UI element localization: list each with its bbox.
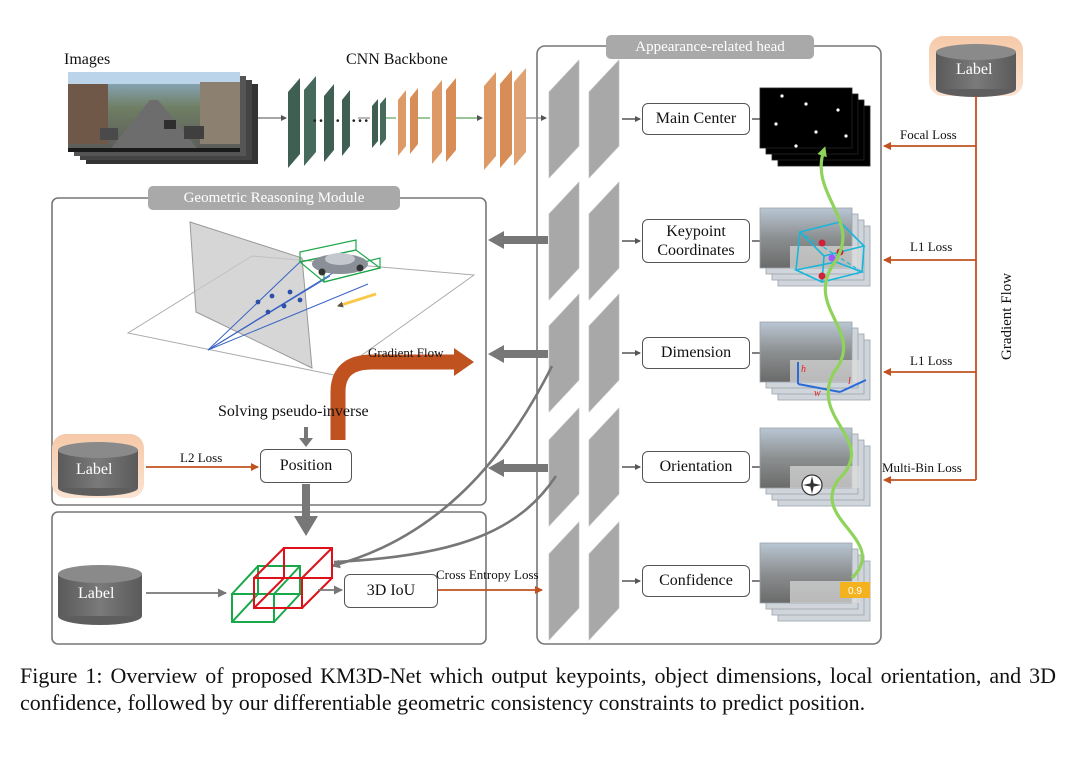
geometric-drawing	[126, 221, 476, 376]
feature-map-4-1	[588, 521, 620, 641]
svg-text:h: h	[801, 364, 806, 375]
loss-focal: Focal Loss	[900, 127, 957, 142]
result-stack-4	[759, 542, 871, 622]
cross-entropy-label: Cross Entropy Loss	[436, 567, 539, 582]
images-label: Images	[64, 51, 111, 68]
svg-text:•: •	[336, 116, 340, 127]
output-orientation: Orientation	[642, 451, 750, 483]
orientation-to-box-curve	[333, 475, 558, 564]
confidence-badge: 0.9	[840, 582, 870, 598]
l2-loss-label: L2 Loss	[180, 450, 223, 465]
keypoint-overlay	[793, 221, 866, 283]
result-image-stacks	[759, 87, 871, 622]
keypoint-flow-curve	[817, 146, 864, 580]
backbone-label: CNN Backbone	[346, 51, 448, 68]
architecture-diagram: • • • • • •	[51, 36, 1023, 645]
cnn-backbone: • • • • • •	[258, 68, 547, 170]
feature-map-3-1	[588, 407, 620, 527]
geo-label-text: Label	[76, 461, 113, 478]
box-3d-pair	[231, 547, 333, 623]
solver-to-position-arrow	[299, 427, 313, 447]
position-box: Position	[260, 449, 352, 483]
head-feature-maps	[548, 59, 620, 641]
feature-map-1-0	[548, 181, 580, 301]
appearance-head-title: Appearance-related head	[606, 35, 814, 59]
gradient-flow-arrow	[330, 348, 474, 440]
position-to-iou-arrow	[294, 484, 318, 536]
supervision-label-text: Label	[956, 61, 993, 78]
gradient-flow-vertical-label: Gradient Flow	[999, 272, 1015, 360]
iou-label-text: Label	[78, 585, 115, 602]
iou-box: 3D IoU	[344, 574, 438, 608]
feature-map-3-0	[548, 407, 580, 527]
figure-caption: Figure 1: Overview of proposed KM3D-Net …	[20, 663, 1056, 716]
orientation-compass	[801, 474, 823, 496]
feature-map-1-1	[588, 181, 620, 301]
feature-map-4-0	[548, 521, 580, 641]
loss-l1-keypoint: L1 Loss	[910, 239, 953, 254]
iou-label-db	[58, 565, 142, 625]
iou-module-panel	[51, 511, 487, 645]
svg-text:• •: • •	[313, 116, 323, 127]
svg-text:l: l	[848, 376, 851, 387]
supervision-loss-lines	[883, 96, 977, 484]
keypoint-to-box-curve	[331, 365, 554, 569]
geometric-module-title: Geometric Reasoning Module	[148, 186, 400, 210]
supervision-label-db	[929, 36, 1023, 97]
dimension-overlay: h w l	[797, 362, 867, 399]
loss-l1-dimension: L1 Loss	[910, 353, 953, 368]
feature-map-2-1	[588, 293, 620, 413]
result-stack-2	[759, 321, 871, 401]
svg-text:0.9: 0.9	[848, 586, 862, 597]
svg-text:w: w	[814, 388, 821, 399]
output-confidence: Confidence	[642, 565, 750, 597]
output-dimension: Dimension	[642, 337, 750, 369]
loss-multi-bin: Multi-Bin Loss	[882, 460, 962, 475]
feature-map-2-0	[548, 293, 580, 413]
geo-label-db	[52, 434, 144, 498]
feature-map-0-0	[548, 59, 580, 179]
result-stack-0	[759, 87, 871, 167]
feature-map-0-1	[588, 59, 620, 179]
head-to-module-arrows	[488, 231, 548, 477]
gradient-flow-geo-label: Gradient Flow	[368, 345, 444, 360]
input-image-stack	[68, 72, 258, 164]
solver-label: Solving pseudo-inverse	[218, 403, 369, 420]
output-main-center: Main Center	[642, 103, 750, 135]
output-keypoint-coordinates: Keypoint Coordinates	[642, 219, 750, 263]
svg-text:• • •: • • •	[352, 116, 369, 127]
